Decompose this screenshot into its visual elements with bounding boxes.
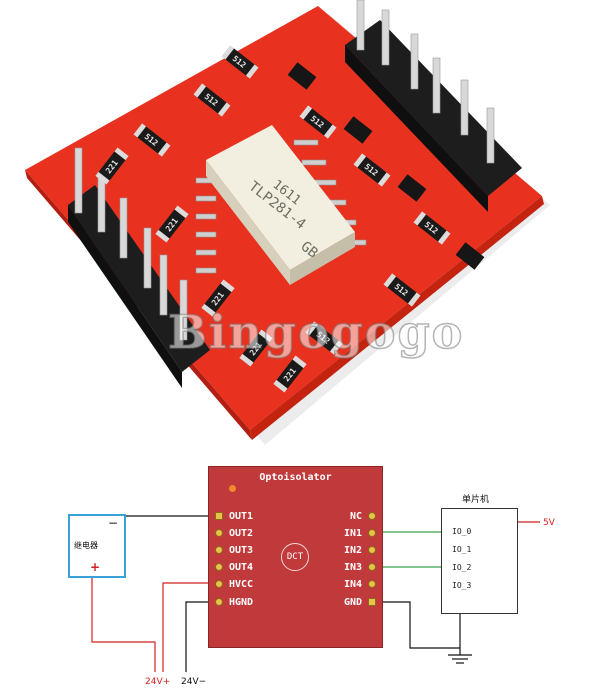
mcu-title: 单片机 bbox=[462, 495, 490, 505]
mcu-box: IO_0 IO_1 IO_2 IO_3 bbox=[441, 508, 518, 614]
pad bbox=[215, 512, 223, 520]
mcu-pin-io1: IO_1 bbox=[452, 545, 472, 554]
pin-label: IN2 bbox=[343, 544, 362, 556]
pin-out3: OUT3 bbox=[215, 543, 253, 557]
pin-in2: IN2 bbox=[344, 543, 376, 557]
resistors: 512 512 512 512 512 512 512 512 221 221 … bbox=[95, 45, 451, 393]
pin-label: GND bbox=[343, 596, 362, 608]
pad bbox=[215, 563, 223, 571]
header-pins-left bbox=[68, 147, 210, 388]
pin-label: OUT3 bbox=[229, 544, 254, 556]
relay-label: 继电器 bbox=[74, 541, 98, 550]
pin-label: OUT2 bbox=[229, 527, 254, 539]
pin-label: OUT4 bbox=[229, 561, 254, 573]
pin-out1: OUT1 bbox=[215, 509, 253, 523]
pin-label: IN1 bbox=[343, 527, 362, 539]
pad bbox=[215, 546, 223, 554]
led-indicator bbox=[229, 485, 236, 492]
pin-in1: IN1 bbox=[344, 526, 376, 540]
transistors bbox=[287, 62, 485, 270]
pin-label: OUT1 bbox=[229, 510, 254, 522]
header-pins-right bbox=[345, 0, 522, 212]
relay-plus-label: + bbox=[90, 560, 101, 574]
pin-label: HGND bbox=[229, 596, 254, 608]
pin-label: HVCC bbox=[229, 578, 254, 590]
relay-box: − 继电器 + bbox=[68, 514, 126, 578]
board-title: Optoisolator bbox=[259, 472, 332, 483]
pin-out2: OUT2 bbox=[215, 526, 253, 540]
pin-label: IN4 bbox=[343, 578, 362, 590]
pcb-photo: 1611 TLP281-4 GB 512 512 512 512 512 512… bbox=[25, 0, 550, 445]
pad bbox=[368, 529, 376, 537]
pad bbox=[368, 598, 376, 606]
pad bbox=[368, 580, 376, 588]
pin-nc: NC bbox=[350, 509, 376, 523]
pcb-illustration: 1611 TLP281-4 GB 512 512 512 512 512 512… bbox=[25, 0, 550, 445]
optoisolator-board: Optoisolator OUT1 OUT2 OUT3 OUT4 HVCC HG… bbox=[208, 466, 383, 648]
relay-minus-label: − bbox=[108, 516, 119, 530]
pad bbox=[368, 512, 376, 520]
mcu-pin-io0: IO_0 bbox=[452, 527, 472, 536]
dct-symbol: DCT bbox=[281, 543, 309, 571]
pin-hvcc: HVCC bbox=[215, 577, 253, 591]
pin-label: IN3 bbox=[343, 561, 362, 573]
mcu-pin-io2: IO_2 bbox=[452, 563, 472, 572]
pad bbox=[368, 546, 376, 554]
pad bbox=[215, 529, 223, 537]
supply-24v-plus-label: 24V+ bbox=[145, 677, 171, 687]
optoisolator-chip: 1611 TLP281-4 GB bbox=[206, 125, 355, 285]
pin-label: NC bbox=[349, 510, 362, 522]
mcu-pin-io3: IO_3 bbox=[452, 581, 472, 590]
pad bbox=[215, 598, 223, 606]
pin-out4: OUT4 bbox=[215, 560, 253, 574]
supply-24v-minus-label: 24V− bbox=[181, 677, 207, 687]
supply-5v-label: 5V bbox=[543, 518, 555, 528]
pin-gnd: GND bbox=[344, 595, 376, 609]
pad bbox=[215, 580, 223, 588]
pad bbox=[368, 563, 376, 571]
pin-hgnd: HGND bbox=[215, 595, 253, 609]
pin-in3: IN3 bbox=[344, 560, 376, 574]
pin-in4: IN4 bbox=[344, 577, 376, 591]
